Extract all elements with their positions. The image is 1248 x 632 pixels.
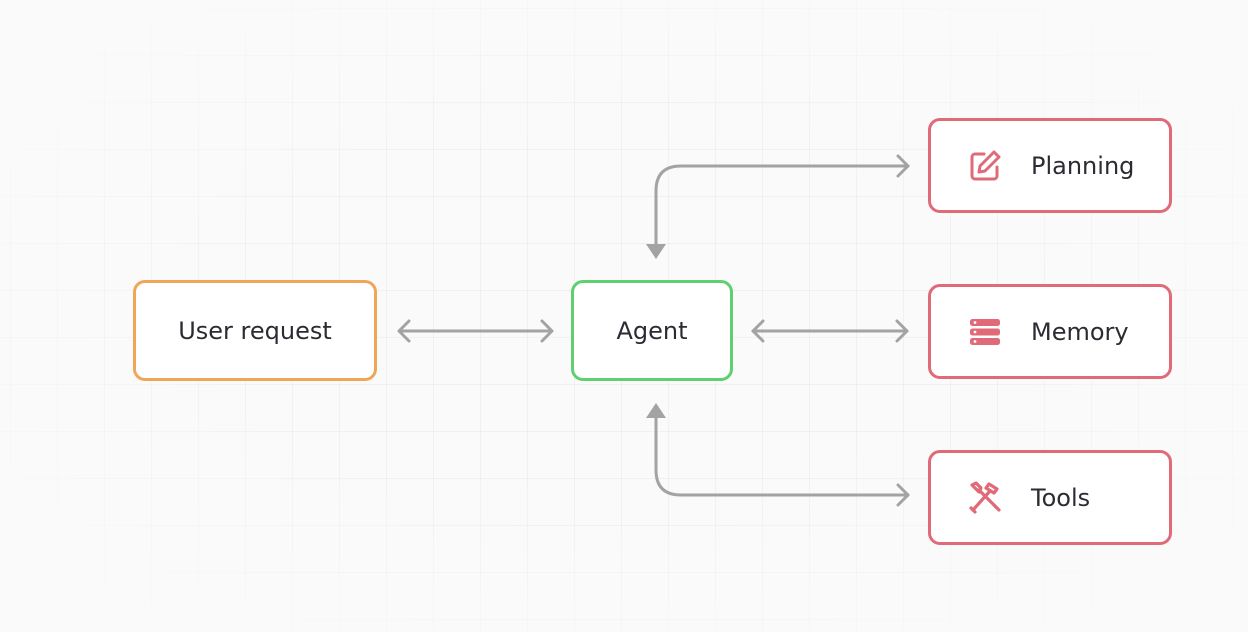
tools-node: Tools [928,450,1172,545]
arrow-agent-memory [751,319,909,343]
arrow-agent-tools [654,414,910,507]
arrowhead-agent-top [646,244,666,259]
user-request-label: User request [178,316,332,345]
tools-label: Tools [1031,483,1091,512]
planning-label: Planning [1031,151,1135,180]
edit-icon [967,148,1003,184]
agent-node: Agent [571,280,733,381]
agent-label: Agent [616,316,688,345]
planning-node: Planning [928,118,1172,213]
database-icon [967,314,1003,350]
arrow-user-agent [397,319,554,343]
tools-icon [967,480,1003,516]
arrow-agent-planning [654,154,910,247]
memory-node: Memory [928,284,1172,379]
user-request-node: User request [133,280,377,381]
memory-label: Memory [1031,317,1129,346]
arrowhead-agent-bottom [646,403,666,418]
